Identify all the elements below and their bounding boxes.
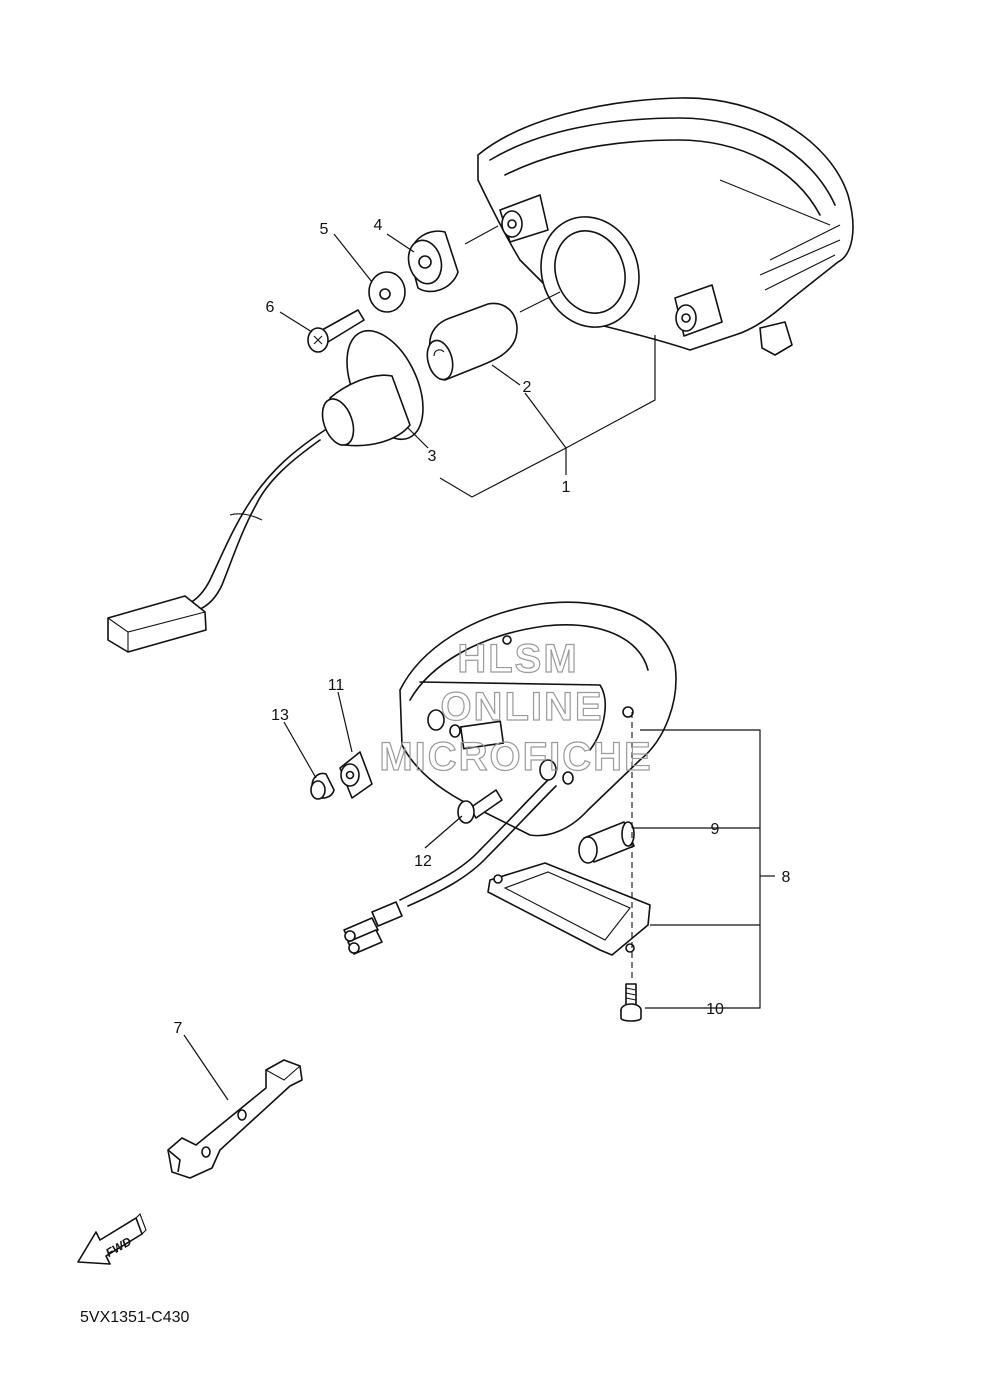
diagram-code: 5VX1351-C430 — [80, 1309, 190, 1326]
screw-part — [307, 309, 365, 353]
callout-8: 8 — [782, 869, 791, 886]
callout-9: 9 — [711, 821, 720, 838]
nut-part — [310, 772, 335, 800]
callout-1: 1 — [562, 479, 571, 496]
fwd-arrow-icon: FWD — [77, 1213, 147, 1265]
callout-7: 7 — [174, 1020, 183, 1037]
callout-12: 12 — [414, 853, 432, 870]
callout-4: 4 — [374, 217, 383, 234]
callout-2: 2 — [523, 379, 532, 396]
socket-cord-part — [107, 329, 424, 653]
bracket-part — [167, 1059, 303, 1179]
lens-plate-part — [487, 862, 651, 956]
watermark: HLSM ONLINE MICROFICHE — [379, 636, 652, 779]
callout-13: 13 — [271, 707, 289, 724]
license-screw-part — [620, 983, 642, 1022]
bolt-part — [457, 789, 503, 824]
damper-part — [407, 230, 459, 293]
callout-11: 11 — [328, 677, 345, 694]
callout-leaders — [183, 233, 775, 1101]
callout-5: 5 — [320, 221, 329, 238]
license-bulb-part — [578, 821, 635, 864]
bulb-part — [426, 302, 518, 381]
watermark-line-1: HLSM — [457, 637, 578, 681]
washer-part — [368, 271, 406, 313]
callout-10: 10 — [706, 1001, 724, 1018]
grommet-part — [339, 751, 373, 799]
watermark-line-2: ONLINE — [440, 685, 603, 729]
callout-numbers: 1 2 3 4 5 6 7 8 9 10 11 12 13 — [174, 217, 791, 1037]
callout-6: 6 — [266, 299, 275, 316]
tail-light-assembly — [464, 97, 854, 356]
callout-3: 3 — [428, 448, 437, 465]
watermark-line-3: MICROFICHE — [379, 735, 652, 779]
